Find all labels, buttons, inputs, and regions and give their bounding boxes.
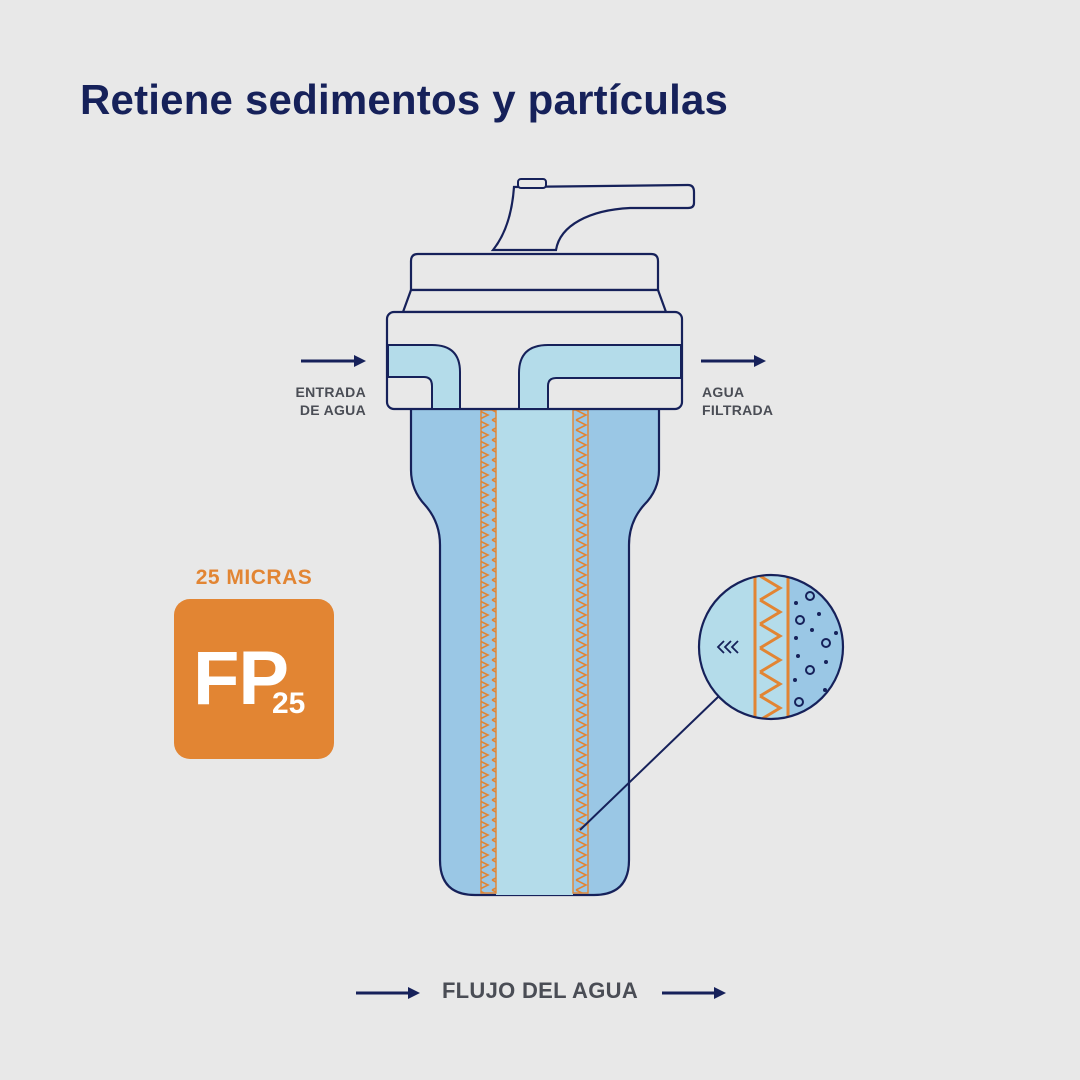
inlet-label: ENTRADA DE AGUA — [295, 384, 366, 418]
filter-inner-core — [496, 404, 573, 895]
outlet-channel — [518, 344, 682, 410]
sediment-particles — [794, 591, 831, 707]
arrow-right-icon — [301, 355, 366, 367]
magnifier-detail — [699, 575, 843, 719]
filter-cap-ring — [401, 288, 668, 314]
inlet-channel — [387, 344, 461, 410]
arrow-right-icon — [701, 355, 766, 367]
badge-main-text: FP — [193, 636, 289, 721]
micron-rating-caption: 25 MICRAS — [195, 566, 313, 589]
filter-handle — [490, 183, 696, 252]
chevrons-left-icon — [716, 640, 739, 654]
badge-sub-text: 25 — [272, 687, 306, 720]
filter-media-left — [480, 409, 497, 894]
flow-label: FLUJO DEL AGUA — [441, 978, 639, 1003]
filter-media-right — [572, 409, 589, 894]
arrow-right-icon — [356, 987, 420, 999]
magnifier-pointer — [579, 696, 719, 831]
arrow-right-icon — [662, 987, 726, 999]
filter-cap — [409, 252, 660, 292]
outlet-label: AGUA FILTRADA — [702, 384, 774, 418]
filter-type-badge: FP 25 — [174, 599, 334, 759]
filter-handle-knob — [517, 178, 547, 189]
page-title: Retiene sedimentos y partículas — [80, 76, 729, 123]
